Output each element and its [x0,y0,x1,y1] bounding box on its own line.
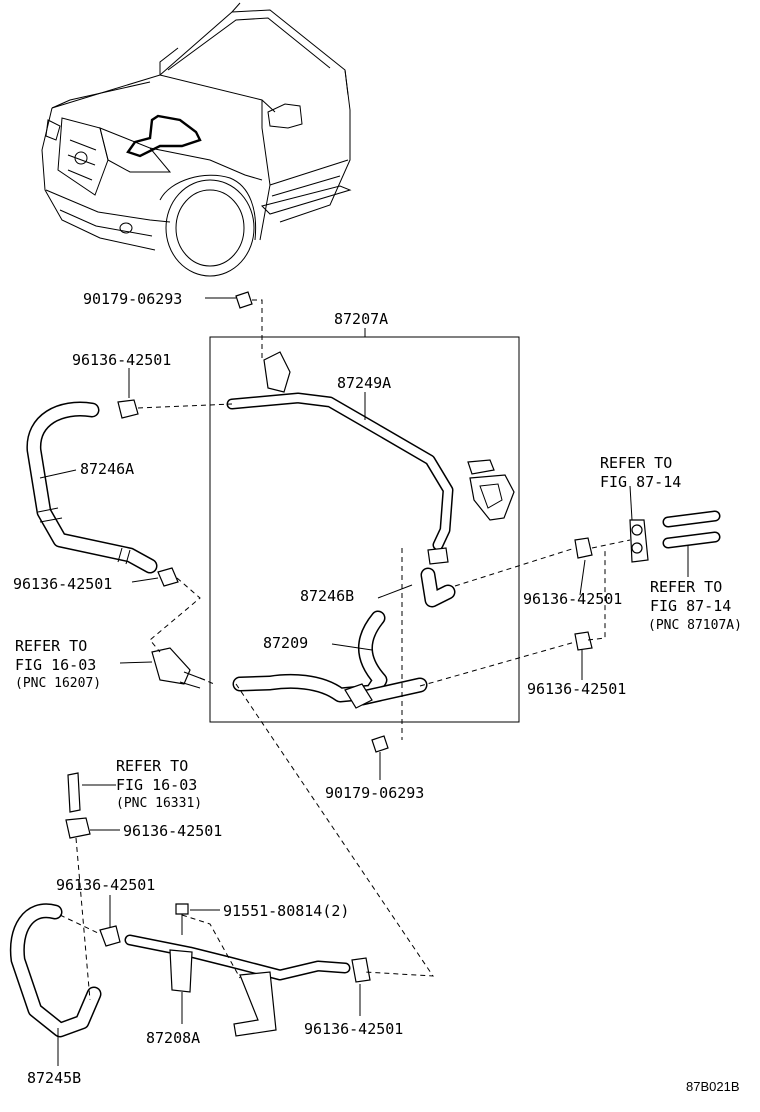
hose-clamp-upper [117,368,139,419]
label-clamp-low-c: 96136-42501 [304,1020,403,1038]
clip-bottom-icon [371,735,389,753]
pipe-87249a [226,351,515,565]
upper-stub-pipe [67,772,81,813]
label-refer-low-1: REFER TO [116,757,188,775]
dashed-guides [59,299,631,1001]
clip-top-icon [235,291,253,309]
label-clamp-left-lower: 96136-42501 [13,575,112,593]
hose-87246a [26,401,158,574]
label-clamp-low-b: 96136-42501 [56,876,155,894]
label-refer-right-b-3: (PNC 87107A) [648,618,742,633]
bolt-icon [175,903,189,915]
pipe-87208a [124,934,351,1037]
label-hose-b: 87246B [300,587,354,605]
hose-clamp-lower-left [157,567,179,587]
clamp-low-a-icon [65,817,91,839]
hose-87246b [420,567,456,608]
label-refer-right-b-1: REFER TO [650,578,722,596]
label-clamp-right-low: 96136-42501 [527,680,626,698]
label-clamp-low-a: 96136-42501 [123,822,222,840]
label-hose-lower: 87245B [27,1069,81,1087]
label-assy: 87207A [334,310,388,328]
label-hose-left: 87246A [80,460,134,478]
label-refer-low-3: (PNC 16331) [116,796,202,811]
part-labels: 90179-06293 87207A 96136-42501 87249A 87… [13,290,742,1094]
hose-87245b [9,903,102,1038]
clamp-low-c-icon [351,957,371,983]
label-refer-left-1: REFER TO [15,637,87,655]
label-clamp-upper: 96136-42501 [72,351,171,369]
label-hose-209: 87209 [263,634,308,652]
label-bolt: 91551-80814(2) [223,902,349,920]
label-refer-left-3: (PNC 16207) [15,676,101,691]
right-connector [574,510,721,651]
label-pipe-upper: 87249A [337,374,391,392]
label-refer-low-2: FIG 16-03 [116,776,197,794]
label-clip-top: 90179-06293 [83,290,182,308]
label-refer-left-2: FIG 16-03 [15,656,96,674]
figure-code: 87B021B [686,1079,740,1094]
clamp-low-b-icon [99,925,121,947]
label-pipe-lower: 87208A [146,1029,200,1047]
label-refer-right-b-2: FIG 87-14 [650,597,731,615]
vehicle-illustration [41,2,352,277]
label-clip-bottom: 90179-06293 [325,784,424,802]
label-refer-right-a-2: FIG 87-14 [600,473,681,491]
label-clamp-right-mid: 96136-42501 [523,590,622,608]
left-pipe-connection [151,647,206,689]
hose-87209 [232,610,428,709]
leader-lines [39,297,689,1066]
label-refer-right-a-1: REFER TO [600,454,672,472]
